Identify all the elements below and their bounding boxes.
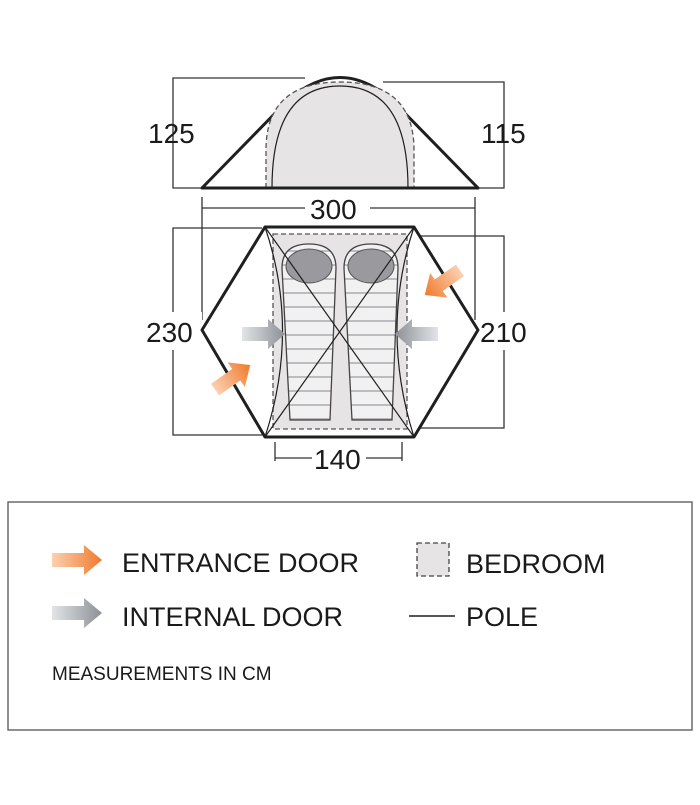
measurements-note: MEASUREMENTS IN CM: [52, 664, 272, 685]
side-elevation: 125 115: [148, 76, 526, 190]
entrance-door-arrow-left: [210, 362, 251, 396]
side-pole: [271, 85, 409, 189]
internal-door-arrow-left: [242, 319, 285, 349]
bedroom-swatch-icon: [416, 542, 450, 577]
dim-label-210: 210: [480, 317, 527, 348]
dim-label-300: 300: [310, 194, 357, 225]
legend-bedroom: BEDROOM: [416, 542, 606, 579]
legend-internal-door: INTERNAL DOOR: [52, 598, 343, 632]
dim-label-140: 140: [314, 444, 361, 475]
side-inner-tent: [265, 81, 415, 189]
internal-door-arrow-right: [395, 319, 438, 349]
dim-label-230: 230: [146, 317, 193, 348]
legend-entrance-door-label: ENTRANCE DOOR: [122, 548, 359, 578]
floor-plan: 300 230 210: [140, 194, 534, 475]
legend-box: ENTRANCE DOOR INTERNAL DOOR BEDROOM POLE…: [7, 501, 693, 731]
entrance-arrow-icon: [52, 545, 102, 575]
internal-arrow-icon: [52, 598, 102, 628]
legend-bedroom-label: BEDROOM: [466, 549, 606, 579]
sleeping-bag-left: [281, 243, 337, 421]
legend-pole: POLE: [409, 602, 538, 632]
legend-pole-label: POLE: [466, 602, 538, 632]
pole-diagonal-2: [264, 226, 415, 438]
dim-label-125: 125: [148, 118, 195, 149]
entrance-door-arrow-right: [424, 264, 465, 298]
dim-line-right-height: [383, 81, 505, 189]
legend-entrance-door: ENTRANCE DOOR: [52, 545, 359, 578]
pole-curve-left: [264, 226, 284, 438]
dim-label-115: 115: [481, 118, 526, 149]
dim-line-left-height: [172, 77, 305, 189]
pole-curve-right: [396, 226, 415, 438]
legend-internal-door-label: INTERNAL DOOR: [122, 602, 343, 632]
sleeping-bag-right: [343, 243, 399, 421]
